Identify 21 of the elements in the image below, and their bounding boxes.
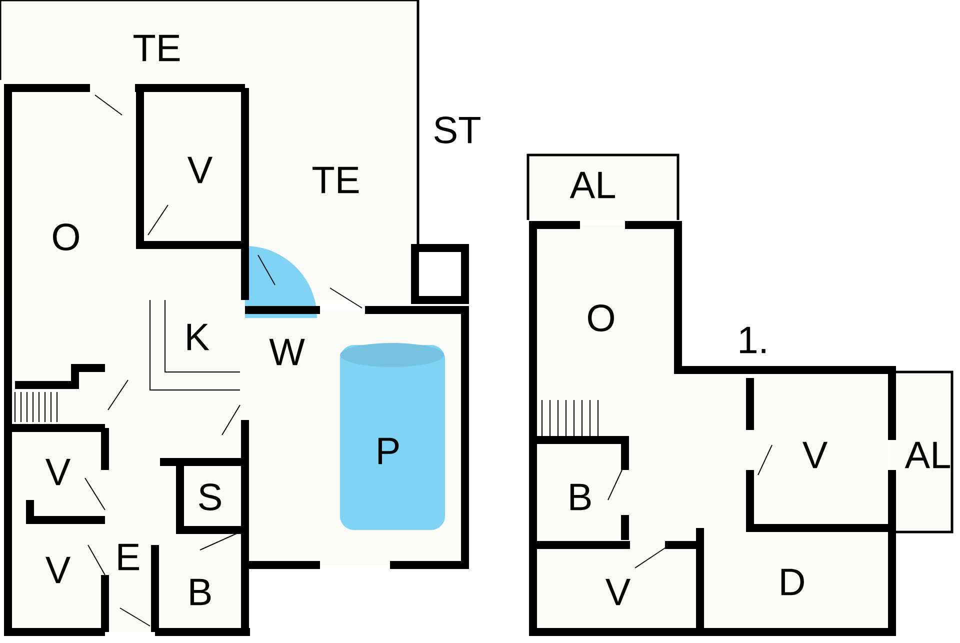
room-label: P	[378, 438, 399, 464]
room-label: ST	[434, 116, 480, 144]
room-label: B	[190, 578, 211, 606]
room-label: E	[118, 544, 140, 570]
room-label: O	[588, 304, 614, 332]
room-label: TE	[312, 166, 359, 194]
room-label: V	[46, 458, 70, 486]
room-label: B	[570, 484, 591, 510]
room-label: V	[606, 578, 630, 606]
room-label: V	[188, 156, 212, 184]
room-label: TE	[134, 34, 180, 62]
room-label: W	[269, 338, 305, 366]
room-label: 1.	[740, 326, 766, 354]
room-label: D	[781, 568, 804, 596]
room-label: S	[199, 484, 221, 510]
room-label: V	[46, 556, 70, 584]
room-label: V	[802, 442, 828, 468]
room-label: K	[187, 324, 210, 350]
room-label: AL	[570, 172, 615, 198]
room-label: O	[53, 224, 79, 250]
room-label: AL	[904, 442, 950, 468]
